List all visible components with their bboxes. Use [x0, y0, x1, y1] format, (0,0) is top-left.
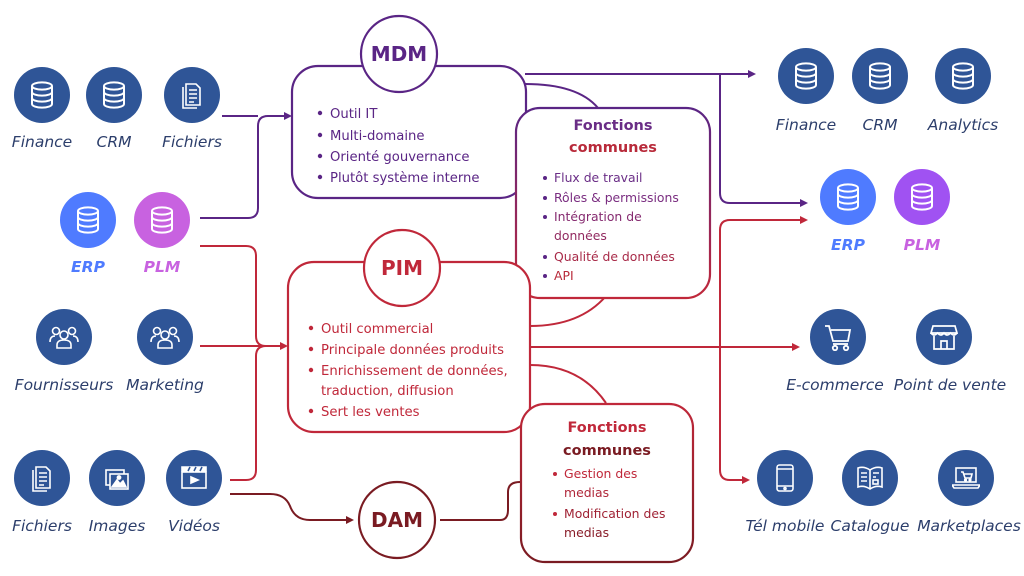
target-ecommerce[interactable]: E-commerce [786, 309, 884, 394]
pim-bullet: Sert les ventes [321, 405, 420, 420]
source-label: Fichiers [12, 517, 72, 535]
connector-videos-to-pim [230, 345, 267, 481]
pim-bullets: Outil commercial Principale données prod… [308, 322, 508, 420]
common-function-item: Qualité de données [554, 249, 675, 264]
mdm-title: MDM [371, 42, 427, 66]
arc-pim-to-functions-top [529, 295, 607, 327]
connector-mdm-to-erp-target [719, 74, 808, 207]
mdm-bullet: Orienté gouvernance [330, 149, 469, 165]
connector-videos-to-dam [230, 493, 354, 524]
common-function-item: Flux de travail [554, 170, 642, 185]
target-erp[interactable]: ERP [820, 169, 876, 254]
mdm-bullet: Plutôt système interne [330, 170, 480, 186]
common-function-item-cont: medias [564, 485, 609, 500]
connector-dam-to-functions [440, 481, 521, 521]
dam-hub: DAM [357, 480, 437, 560]
dam-connectors [230, 481, 521, 524]
target-plm[interactable]: PLM [894, 169, 950, 254]
target-label: Marketplaces [917, 517, 1021, 535]
arc-mdm-to-functions [524, 83, 599, 109]
dam-circle [357, 480, 437, 560]
pim-circle [362, 228, 442, 308]
target-analytics[interactable]: Analytics [927, 48, 998, 134]
pim-title: PIM [381, 256, 423, 280]
common-functions-title-line1: Fonctions [573, 118, 652, 134]
pim-bullet: Principale données produits [321, 342, 504, 358]
source-erp[interactable]: ERP [60, 192, 116, 276]
mdm-bullets: Outil IT Multi-domaine Orienté gouvernan… [317, 107, 480, 186]
source-label: Fichiers [162, 133, 222, 151]
source-label: Finance [12, 133, 72, 151]
target-label: CRM [863, 116, 898, 134]
common-functions-mdm-pim: Fonctions communes Flux de travail Rôles… [514, 106, 712, 300]
target-point-de-vente[interactable]: Point de vente [894, 309, 1006, 394]
target-label: Catalogue [831, 517, 910, 535]
source-media-fichiers[interactable]: Fichiers [12, 450, 72, 535]
target-label: Finance [776, 116, 836, 134]
common-functions-title-line2: communes [569, 140, 657, 156]
source-finance[interactable]: Finance [12, 67, 72, 151]
connector-pim-to-channels [719, 347, 750, 484]
target-label: Analytics [927, 116, 998, 134]
source-videos[interactable]: Vidéos [166, 450, 222, 535]
pim-bullet: Outil commercial [321, 322, 433, 337]
common-function-item: Intégration de [554, 209, 642, 224]
source-images[interactable]: Images [89, 450, 146, 535]
pim-hub: PIM Outil commercial Principale données … [286, 228, 532, 434]
connector-plm-to-pim [200, 245, 267, 347]
target-label: Tél mobile [746, 517, 825, 535]
source-label: Fournisseurs [15, 376, 114, 394]
source-marketing[interactable]: Marketing [126, 309, 204, 394]
source-crm[interactable]: CRM [86, 67, 142, 151]
common-function-item: Rôles & permissions [554, 190, 679, 205]
common-function-item-cont: medias [564, 525, 609, 540]
pim-bullet: Enrichissement de données, [321, 363, 508, 379]
source-label: Images [89, 517, 146, 535]
target-finance[interactable]: Finance [776, 48, 836, 134]
dam-title: DAM [371, 508, 423, 532]
common-function-item: Gestion des [564, 466, 637, 481]
source-label: ERP [71, 258, 106, 276]
common-functions-box [514, 106, 712, 300]
common-functions-box-2 [519, 402, 695, 564]
mdm-bullet: Outil IT [330, 107, 378, 122]
target-label: Point de vente [894, 376, 1006, 394]
mdm-circle [359, 14, 439, 94]
source-label: Marketing [126, 376, 204, 394]
pim-input-connectors [200, 245, 288, 481]
target-label: E-commerce [786, 376, 884, 394]
source-label: CRM [97, 133, 132, 151]
source-label: Vidéos [168, 517, 220, 535]
common-function-item: API [554, 268, 574, 283]
mdm-hub: MDM Outil IT Multi-domaine Orienté gouve… [290, 14, 528, 200]
mdm-input-connectors [200, 112, 292, 219]
common-functions-pim-dam: Fonctions communes Gestion des medias Mo… [519, 402, 695, 564]
source-fichiers[interactable]: Fichiers [162, 67, 222, 151]
common-functions2-title-line1: Fonctions [567, 420, 646, 436]
source-label: PLM [144, 258, 181, 276]
target-marketplaces[interactable]: Marketplaces [917, 450, 1021, 535]
connector-plm-to-mdm [200, 112, 292, 219]
target-crm[interactable]: CRM [852, 48, 908, 134]
mdm-bullet: Multi-domaine [330, 129, 425, 144]
source-plm[interactable]: PLM [134, 192, 190, 276]
connector-pim-to-erp-target [719, 216, 808, 347]
target-tel-mobile[interactable]: Tél mobile [746, 450, 825, 535]
arc-pim-to-functions-bottom [529, 364, 607, 404]
target-catalogue[interactable]: Catalogue [831, 450, 910, 535]
source-fournisseurs[interactable]: Fournisseurs [15, 309, 114, 394]
target-label: ERP [831, 236, 866, 254]
common-function-item-cont: données [554, 228, 607, 243]
target-label: PLM [904, 236, 941, 254]
common-functions2-title-line2: communes [563, 443, 651, 459]
common-function-item: Modification des [564, 506, 665, 521]
pim-bullet-cont: traduction, diffusion [321, 384, 454, 399]
